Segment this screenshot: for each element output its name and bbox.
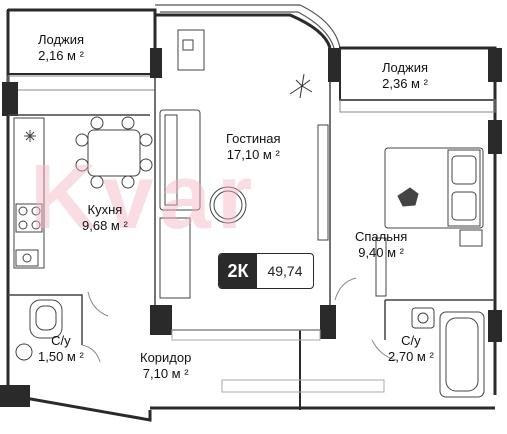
apartment-badge: 2К 49,74 — [218, 253, 314, 289]
kitchen-fixtures — [13, 117, 45, 269]
room-area: 7,10 м ² — [142, 366, 189, 381]
room-name: Гостиная — [226, 131, 281, 146]
room-loggia-left: Лоджия 2,16 м ² — [38, 32, 84, 64]
room-bedroom: Спальня 9,40 м ² — [355, 229, 407, 261]
apartment-type: 2К — [219, 254, 257, 288]
room-name: Лоджия — [382, 60, 429, 75]
room-area: 17,10 м ² — [226, 147, 280, 162]
room-area: 1,50 м ² — [38, 349, 84, 364]
room-name: Кухня — [87, 202, 123, 217]
balcony-railing — [155, 4, 341, 49]
wardrobe — [317, 124, 387, 297]
bed — [384, 147, 484, 247]
dining-table — [75, 116, 153, 189]
room-name: Коридор — [140, 350, 192, 365]
room-name: С/у — [401, 333, 421, 348]
plant-icon — [289, 73, 313, 99]
room-area: 2,36 м ² — [382, 76, 428, 91]
bathroom-right-fixtures — [411, 307, 485, 398]
room-name: Спальня — [355, 229, 408, 244]
room-bathroom-right: С/у 2,70 м ² — [388, 333, 434, 365]
room-bathroom-left: С/у 1,50 м ² — [38, 333, 84, 365]
doors — [81, 277, 397, 363]
living-furniture — [159, 29, 247, 299]
room-living: Гостиная 17,10 м ² — [226, 131, 281, 163]
pillars — [0, 48, 502, 407]
corridor-stripe — [171, 329, 385, 393]
room-name: С/у — [51, 333, 71, 348]
bathroom-left-fixtures — [15, 299, 63, 361]
room-corridor: Коридор 7,10 м ² — [140, 350, 191, 382]
room-area: 2,16 м ² — [38, 48, 84, 63]
room-name: Лоджия — [38, 32, 85, 47]
room-area: 9,68 м ² — [82, 218, 128, 233]
room-area: 2,70 м ² — [388, 349, 434, 364]
room-loggia-right: Лоджия 2,36 м ² — [382, 60, 428, 92]
room-area: 9,40 м ² — [358, 245, 405, 260]
room-kitchen: Кухня 9,68 м ² — [82, 202, 128, 234]
total-area: 49,74 — [267, 263, 303, 279]
